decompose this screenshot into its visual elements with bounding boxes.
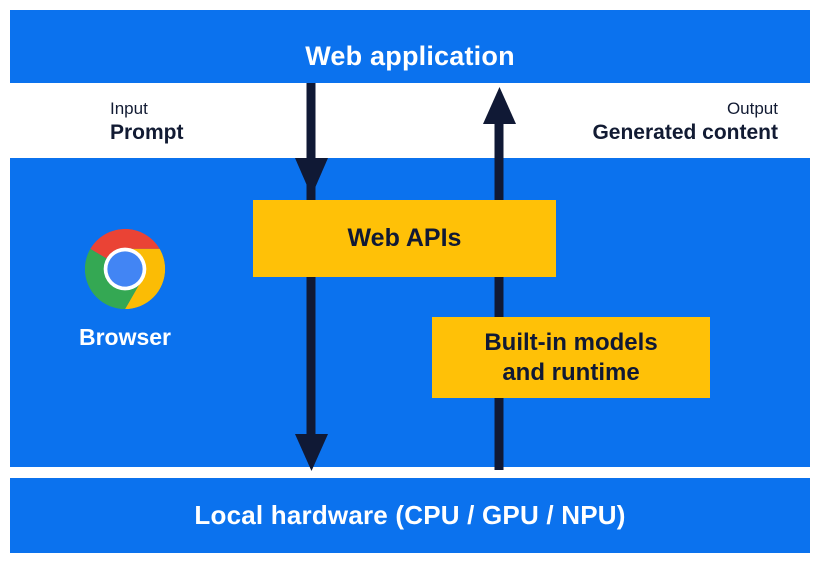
output-value-label: Generated content [592,120,778,144]
web-application-band: Web application [10,10,810,83]
prompt-down-arrow [295,83,328,471]
local-hardware-band: Local hardware (CPU / GPU / NPU) [10,478,810,553]
output-kind-label: Output [726,99,778,118]
output-label-group: Output Generated content [592,98,778,147]
browser-block: Browser [63,228,187,351]
chrome-logo-icon [84,228,166,310]
generated-content-up-arrow [483,87,516,470]
web-apis-box[interactable]: Web APIs [253,200,556,277]
local-hardware-label: Local hardware (CPU / GPU / NPU) [194,500,626,530]
web-application-label: Web application [305,41,515,71]
built-in-models-box[interactable]: Built-in models and runtime [432,317,710,398]
web-apis-label: Web APIs [347,224,462,253]
input-kind-label: Input [110,99,148,118]
browser-label: Browser [78,324,172,350]
input-value-label: Prompt [110,120,184,144]
input-label-group: Input Prompt [110,98,184,147]
built-in-models-label: Built-in models and runtime [484,329,658,386]
